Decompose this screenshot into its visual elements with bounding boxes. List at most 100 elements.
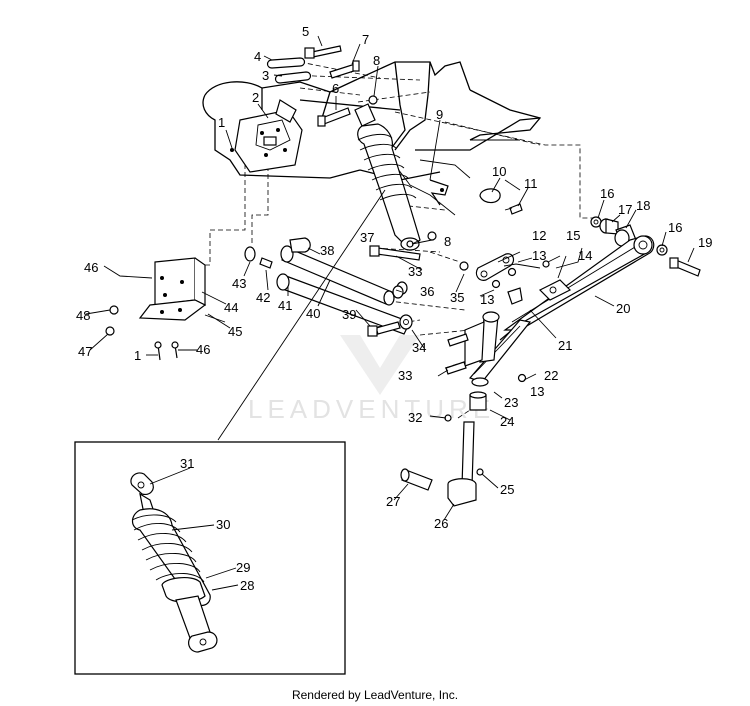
watermark-text: LEADVENTURE (248, 394, 495, 424)
callout-30: 30 (216, 517, 230, 532)
callout-42: 42 (256, 290, 270, 305)
bolt-46-lower (171, 341, 179, 359)
callout-32: 32 (408, 410, 422, 425)
callout-13-c: 13 (530, 384, 544, 399)
bolt-6 (317, 107, 351, 127)
shock-absorber-main (354, 103, 421, 251)
callout-19: 19 (698, 235, 712, 250)
callout-41: 41 (278, 298, 292, 313)
link-plate-4 (266, 57, 306, 69)
callout-12: 12 (532, 228, 546, 243)
dashed-leaders (200, 61, 600, 419)
callout-48: 48 (76, 308, 90, 323)
bushing-17 (599, 218, 619, 235)
callout-18: 18 (636, 198, 650, 213)
washer-25 (476, 468, 484, 476)
nut-13-b (491, 279, 501, 289)
callout-9: 9 (436, 107, 443, 122)
bracket-9 (429, 179, 449, 206)
callout-46-upper: 46 (84, 260, 98, 275)
callout-22: 22 (544, 368, 558, 383)
spindle-assembly (400, 311, 500, 507)
bushing-43 (244, 246, 256, 262)
bolt-7 (329, 60, 360, 79)
callout-33-lower: 33 (398, 368, 412, 383)
callout-15: 15 (566, 228, 580, 243)
callout-1-lower: 1 (134, 348, 141, 363)
inset-pointer-line (217, 189, 386, 441)
bolt-33-upper (369, 245, 421, 261)
callout-46-lower: 46 (196, 342, 210, 357)
callout-26: 26 (434, 516, 448, 531)
callout-labels: 1 2 3 4 5 6 7 8 9 10 11 12 13 13 13 14 1… (76, 24, 712, 593)
callout-7: 7 (362, 32, 369, 47)
callout-28: 28 (240, 578, 254, 593)
callout-45: 45 (228, 324, 242, 339)
callout-40: 40 (306, 306, 320, 321)
nut-8-lower (427, 231, 437, 241)
callout-3: 3 (262, 68, 269, 83)
callout-44: 44 (224, 300, 238, 315)
callout-36: 36 (420, 284, 434, 299)
bolt-1-upper (230, 148, 234, 152)
callout-leaders (85, 35, 695, 591)
callout-16-right: 16 (668, 220, 682, 235)
callout-25: 25 (500, 482, 514, 497)
callout-8-upper: 8 (373, 53, 380, 68)
callout-1: 1 (218, 115, 225, 130)
bolt-5 (304, 45, 342, 59)
callout-16-left: 16 (600, 186, 614, 201)
bolt-1-lower (154, 341, 162, 361)
callout-13-b: 13 (480, 292, 494, 307)
washer-35 (459, 261, 469, 271)
bolt-15 (542, 255, 561, 268)
washer-47 (105, 326, 115, 336)
inset-detail (74, 441, 346, 675)
footer-credit: Rendered by LeadVenture, Inc. (291, 688, 459, 702)
washer-16-right (656, 244, 668, 256)
callout-35: 35 (450, 290, 464, 305)
callout-10: 10 (492, 164, 506, 179)
plate-21 (507, 287, 523, 305)
pivot-34 (399, 314, 413, 330)
callout-17: 17 (618, 202, 632, 217)
callout-11: 11 (524, 176, 538, 191)
bushing-36 (392, 281, 408, 299)
callout-24: 24 (500, 414, 514, 429)
callout-47: 47 (78, 344, 92, 359)
clip-14 (538, 279, 572, 301)
upper-a-arm (276, 237, 411, 335)
callout-4: 4 (254, 49, 261, 64)
callout-13-a: 13 (532, 248, 546, 263)
callout-29: 29 (236, 560, 250, 575)
washer-48 (109, 305, 119, 315)
shock-absorber-detail (130, 472, 218, 653)
callout-2: 2 (252, 90, 259, 105)
callout-34: 34 (412, 340, 426, 355)
callout-27: 27 (386, 494, 400, 509)
callout-31: 31 (180, 456, 194, 471)
bolt-33-lower (445, 333, 469, 375)
callout-43: 43 (232, 276, 246, 291)
bumper-10 (479, 188, 501, 204)
frame-bracket-44 (138, 257, 207, 321)
callout-5: 5 (302, 24, 309, 39)
bolt-39 (367, 321, 401, 337)
callout-23: 23 (504, 395, 518, 410)
callout-39: 39 (342, 307, 356, 322)
nut-13-a (507, 267, 517, 277)
callout-8-lower: 8 (444, 234, 451, 249)
callout-33-upper: 33 (408, 264, 422, 279)
watermark: LEADVENTURE (248, 335, 495, 424)
nut-42 (259, 257, 273, 269)
callout-6: 6 (332, 81, 339, 96)
link-plate-3 (274, 71, 312, 84)
callout-14: 14 (578, 248, 592, 263)
nut-13-c (517, 373, 527, 383)
bolt-19 (669, 257, 701, 277)
callout-37: 37 (360, 230, 374, 245)
callout-21: 21 (558, 338, 572, 353)
screw-11 (504, 203, 523, 215)
callout-20: 20 (616, 301, 630, 316)
